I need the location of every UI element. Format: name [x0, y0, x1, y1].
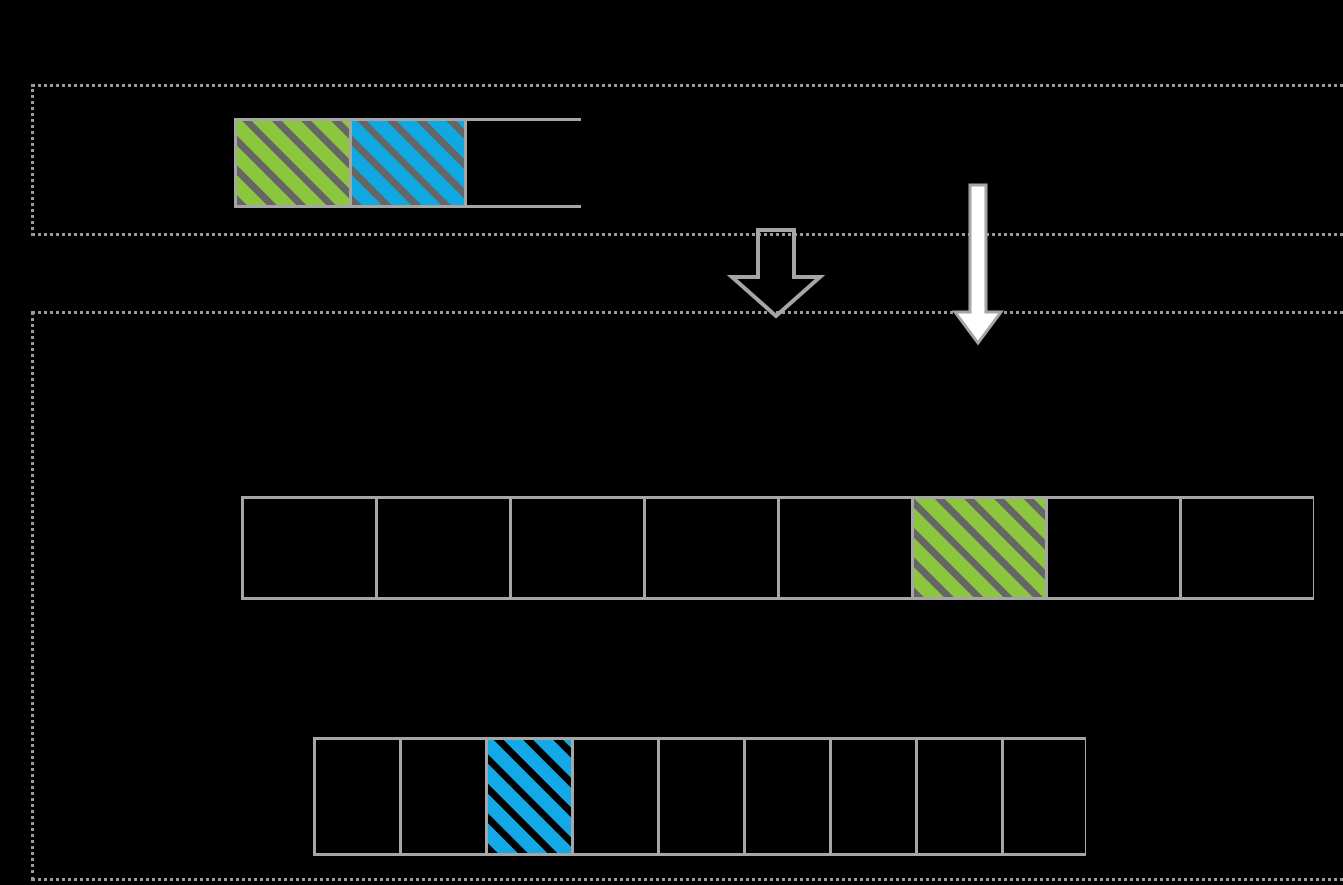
set-b-cell-8[interactable]: [918, 740, 1004, 853]
set-a-cell-6-green[interactable]: [914, 499, 1048, 597]
solid-arrow-shape: [952, 183, 1004, 346]
set-b-cell-2[interactable]: [402, 740, 488, 853]
lower-region-panel: [31, 311, 1343, 881]
set-a-cell-5[interactable]: [780, 499, 914, 597]
upper-region-panel: [31, 84, 1343, 236]
source-cell-blue[interactable]: [352, 121, 467, 205]
set-b-cell-3-blue[interactable]: [488, 740, 574, 853]
block-arrow-down-icon: [726, 228, 826, 319]
set-a-cell-8[interactable]: [1182, 499, 1313, 597]
set-a-cell-3[interactable]: [512, 499, 646, 597]
set-b-cell-7[interactable]: [832, 740, 918, 853]
source-cell-empty[interactable]: [467, 121, 581, 205]
solid-arrow-down-icon: [952, 183, 1004, 346]
set-a-cell-4[interactable]: [646, 499, 780, 597]
set-b-cell-1[interactable]: [316, 740, 402, 853]
set-b-cell-9[interactable]: [1004, 740, 1085, 853]
set-b-cell-4[interactable]: [574, 740, 660, 853]
set-row-b: [313, 737, 1086, 856]
set-b-cell-6[interactable]: [746, 740, 832, 853]
source-cell-green[interactable]: [237, 121, 352, 205]
set-a-cell-2[interactable]: [378, 499, 512, 597]
set-a-cell-1[interactable]: [244, 499, 378, 597]
set-a-cell-7[interactable]: [1048, 499, 1182, 597]
source-row: [234, 118, 581, 208]
set-row-a: [241, 496, 1314, 600]
block-arrow-shape: [726, 228, 826, 319]
set-b-cell-5[interactable]: [660, 740, 746, 853]
